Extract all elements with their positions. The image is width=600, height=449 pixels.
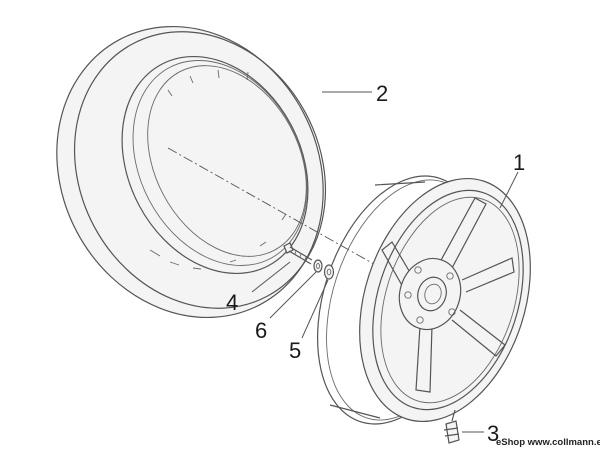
shop-credit: eShop www.collmann.eu	[496, 437, 600, 448]
washer-6	[313, 259, 323, 273]
bolt	[283, 242, 313, 265]
callout-2: 2	[376, 81, 388, 106]
callout-3: 3	[487, 421, 499, 446]
leader-lines	[251, 91, 519, 433]
callout-4: 4	[226, 290, 238, 315]
tire	[56, 25, 327, 319]
valve-stem	[443, 409, 460, 444]
rim	[317, 175, 531, 425]
callout-5: 5	[289, 338, 301, 363]
callout-6: 6	[255, 318, 267, 343]
washer-5	[323, 264, 335, 280]
callout-1: 1	[513, 150, 525, 175]
